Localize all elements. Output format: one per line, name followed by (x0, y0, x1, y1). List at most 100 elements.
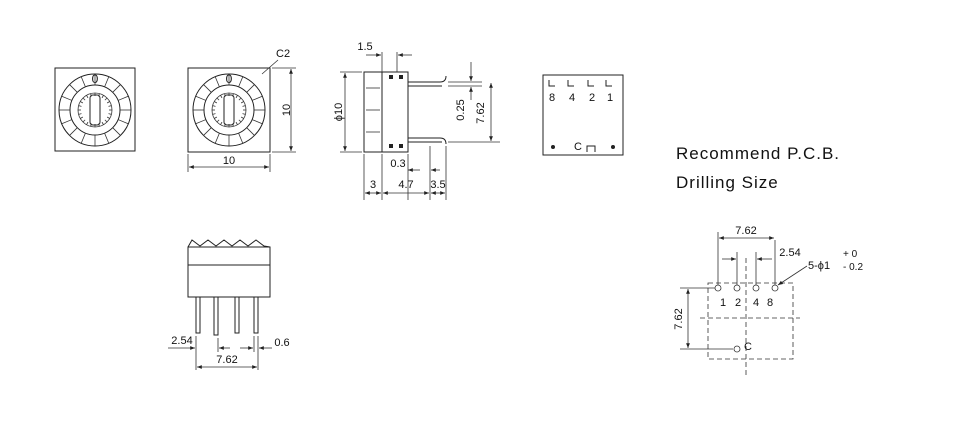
knob-tooth-line (80, 116, 84, 119)
pin-2-label: 2 (589, 92, 595, 104)
knob-tooth-line (220, 95, 223, 99)
height-label: 10 (281, 104, 293, 116)
pin-span-label: 7.62 (475, 102, 487, 123)
knob-tooth-line (78, 113, 82, 115)
knob-tooth-line (104, 119, 108, 123)
depth-label-3: 3.5 (430, 179, 445, 191)
dial-segment-line (117, 119, 129, 125)
knob-tooth-line (238, 119, 242, 123)
dial-segment-line (80, 76, 86, 88)
knob-tooth-line (108, 105, 112, 107)
knob-tooth-line (98, 93, 100, 97)
hole-label-1: 1 (720, 297, 726, 309)
knob-tooth-line (98, 123, 100, 127)
dial-segment-line (69, 84, 78, 93)
knob-tooth-line (90, 93, 92, 97)
dial-segment-line (251, 95, 263, 101)
knob-tooth-line (82, 119, 86, 123)
dial-segment-line (61, 119, 73, 125)
pcb-title-line1: Recommend P.C.B. (676, 144, 840, 163)
hole-label-2: 2 (735, 297, 741, 309)
knob-tooth-line (232, 93, 234, 97)
dial-segment-line (246, 127, 255, 136)
hole-label-4: 4 (753, 297, 759, 309)
bottom-view: 8 4 2 1 C (542, 74, 624, 156)
dial-segment-line (246, 84, 255, 93)
dial-segment-line (238, 76, 244, 88)
dial-segments-2 (193, 74, 265, 146)
knob-tooth-line (235, 121, 238, 125)
hole-size-label: 5-ϕ1 (808, 260, 830, 272)
knob-tooth-line (101, 121, 104, 125)
dial-segment-line (214, 132, 220, 144)
pitch-label: 2.54 (171, 335, 192, 347)
width-label: 10 (223, 155, 235, 167)
dial-segments-1 (59, 74, 131, 146)
hole-label-8: 8 (767, 297, 773, 309)
lower-span-label: 7.62 (216, 354, 237, 366)
pcb-pitch-label: 2.54 (779, 247, 800, 259)
knob-tooth-line (108, 113, 112, 115)
pin-offset-label: 0.25 (455, 99, 467, 120)
knob-tooth-line (86, 121, 89, 125)
knob-tooth-line (235, 95, 238, 99)
common-pin-label: C (574, 141, 582, 153)
tolerance-minus: - 0.2 (843, 262, 863, 273)
knob-tooth-line (238, 97, 242, 101)
knob-tooth-line (240, 116, 244, 119)
knob-tooth-line (216, 97, 220, 101)
pin-width-label: 0.6 (274, 337, 289, 349)
chamfer-label: C2 (276, 48, 290, 60)
knob-tooth-line (220, 121, 223, 125)
knob-tooth-line (224, 123, 226, 127)
knob-tooth-line (212, 105, 216, 107)
dial-segment-line (195, 95, 207, 101)
dial-segment-line (203, 84, 212, 93)
dial-segment-line (104, 76, 110, 88)
hole-label-c: C (744, 341, 752, 353)
tolerance-plus: + 0 (843, 249, 858, 260)
dial-segment-line (80, 132, 86, 144)
dial-segment-line (238, 132, 244, 144)
pcb-title-line2: Drilling Size (676, 173, 779, 192)
knob-tooth-line (90, 123, 92, 127)
depth-label-1: 3 (370, 179, 376, 191)
knob-tooth-line (106, 101, 110, 104)
knob-tooth-line (214, 116, 218, 119)
knob-tooth-line (232, 123, 234, 127)
pcb-vertical-label: 7.62 (673, 308, 685, 329)
pin-gap-label: 0.3 (390, 158, 405, 170)
dial-segment-line (214, 76, 220, 88)
pin-4-label: 4 (569, 92, 575, 104)
knob-tooth-line (80, 101, 84, 104)
dial-segment-line (112, 127, 121, 136)
depth-label-2: 4.7 (398, 179, 413, 191)
dial-segment-line (251, 119, 263, 125)
knob-tooth-line (82, 97, 86, 101)
dial-segment-line (195, 119, 207, 125)
dial-segment-line (117, 95, 129, 101)
knob-tooth-line (101, 95, 104, 99)
knob-tooth-line (224, 93, 226, 97)
knob-tooth-line (242, 113, 246, 115)
side-view: 1.5 ϕ10 0.25 7.62 0.3 3 4.7 3.5 (333, 41, 500, 200)
knob-tooth-line (242, 105, 246, 107)
knob-tooth-line (78, 105, 82, 107)
top-gap-label: 1.5 (357, 41, 372, 53)
front-view-dimensioned: 0 C2 10 10 (187, 48, 296, 172)
dial-segment-line (112, 84, 121, 93)
knob-tooth-line (104, 97, 108, 101)
knob-tooth-line (106, 116, 110, 119)
pcb-section: Recommend P.C.B. Drilling Size 1 2 4 8 C… (673, 144, 863, 376)
knob-tooth-line (214, 101, 218, 104)
dial-segment-line (104, 132, 110, 144)
dial-segment-line (69, 127, 78, 136)
knob-tooth-line (86, 95, 89, 99)
pin-1-label: 1 (607, 92, 613, 104)
knob-tooth-line (216, 119, 220, 123)
pcb-span-label: 7.62 (735, 225, 756, 237)
dial-segment-line (203, 127, 212, 136)
pin-8-label: 8 (549, 92, 555, 104)
